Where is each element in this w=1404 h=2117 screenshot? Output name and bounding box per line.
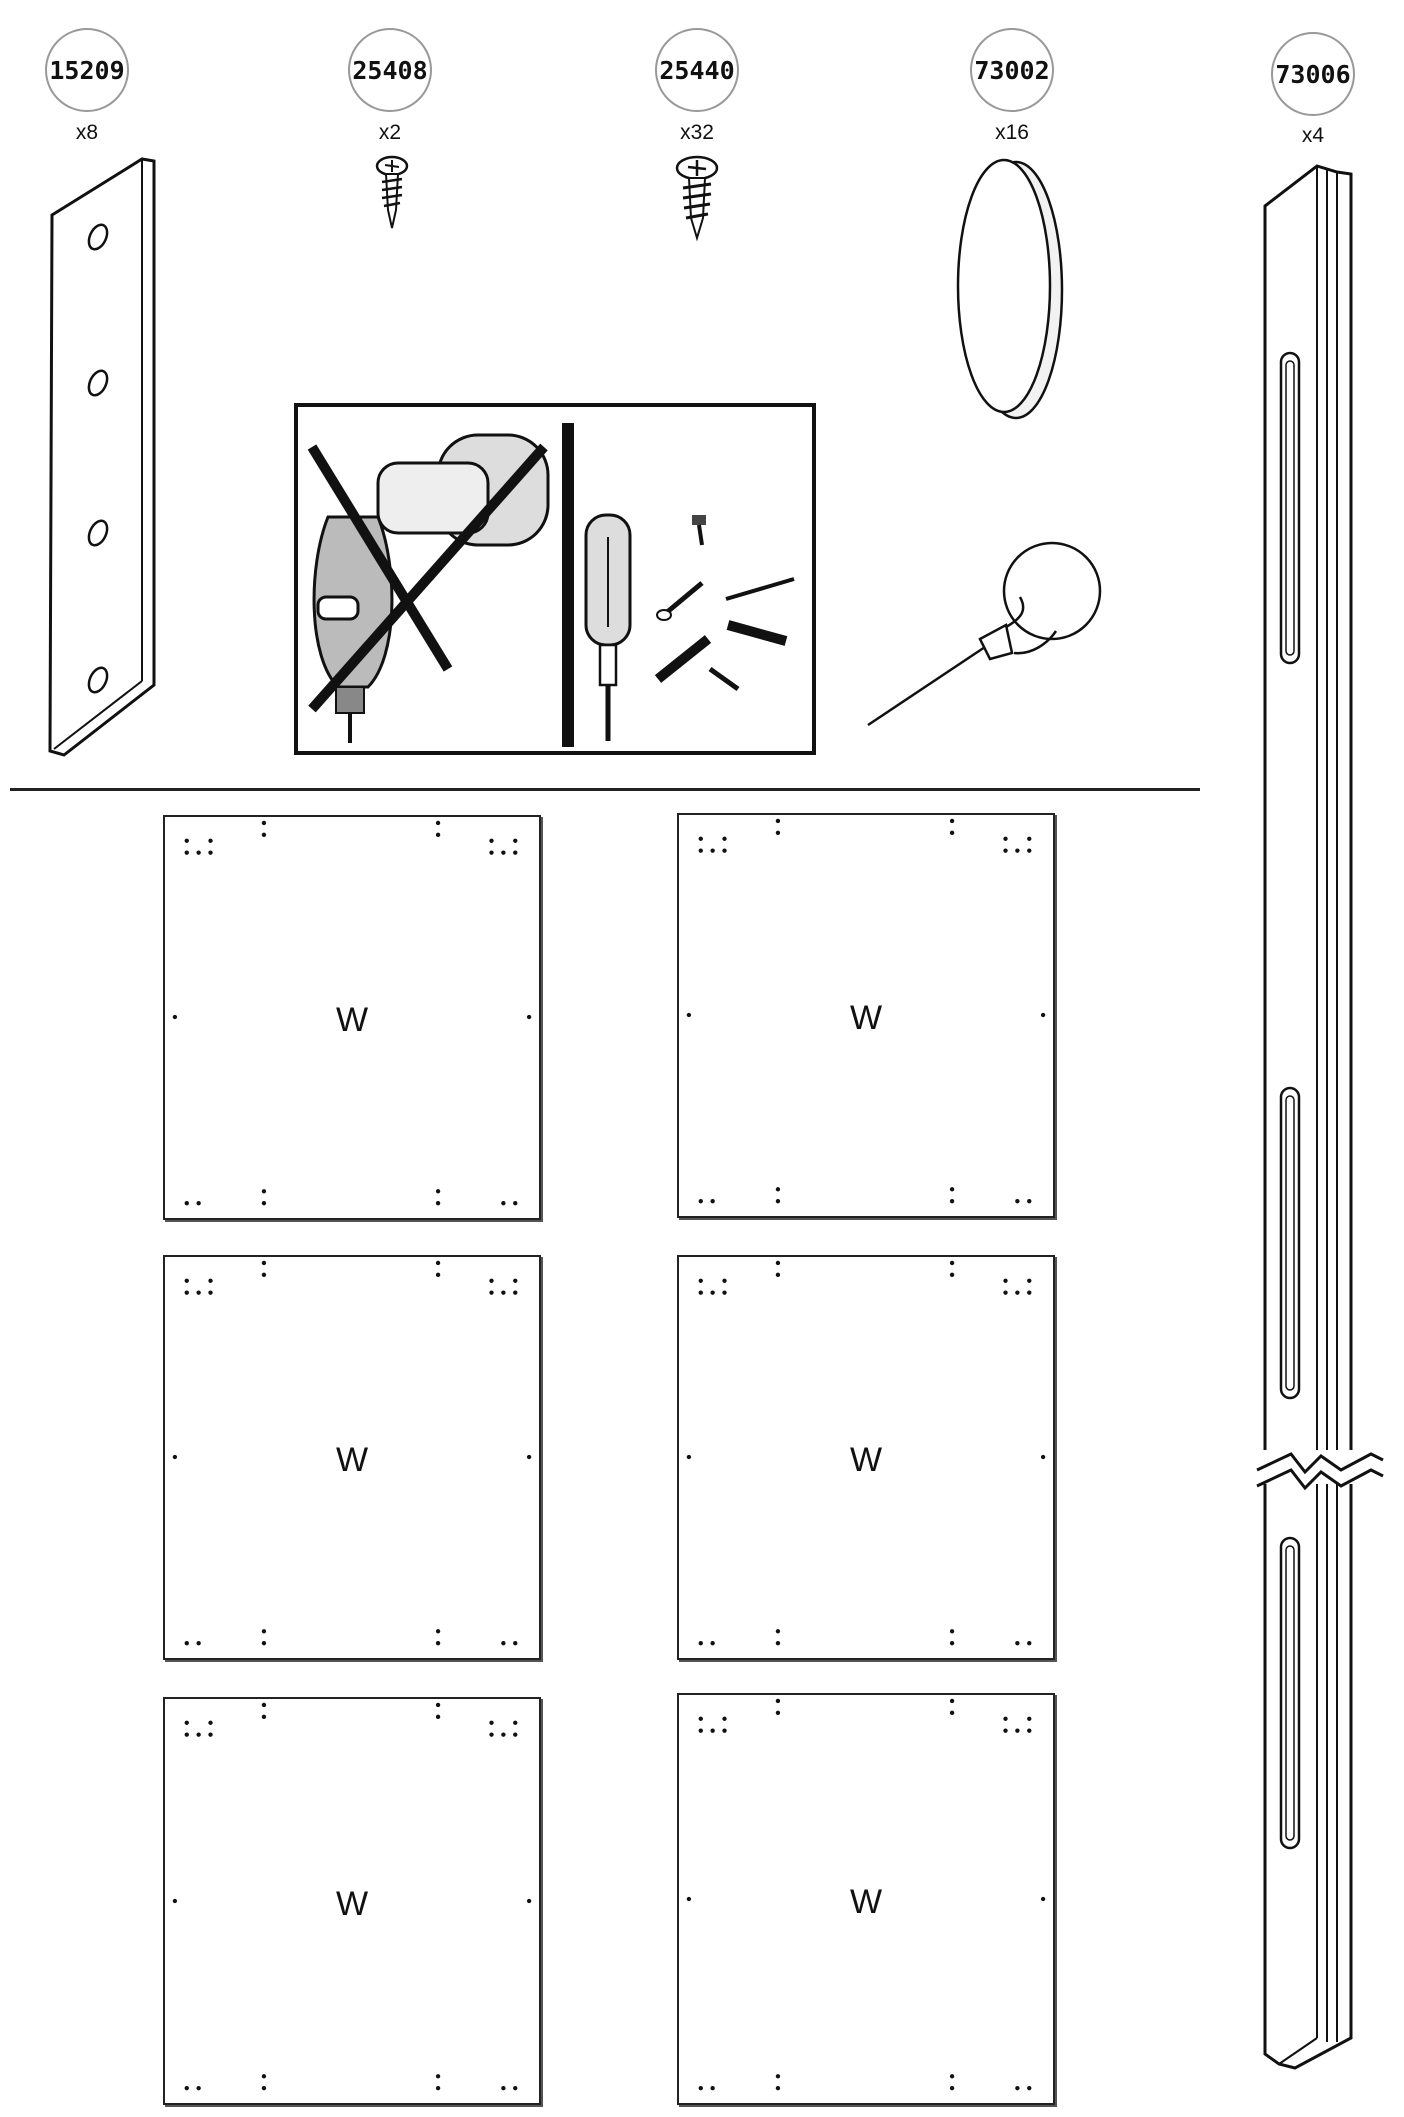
panel-holes <box>172 1702 532 2091</box>
screwdriver-icon <box>584 513 795 741</box>
section-divider <box>10 788 1200 791</box>
part-id-25408: 25408 <box>348 28 432 112</box>
panel-w-1: W <box>163 815 541 1220</box>
no-power-drill-icon <box>307 423 574 747</box>
panel-holes <box>686 1260 1046 1646</box>
part-qty-25408: x2 <box>378 121 402 144</box>
part-qty-15209: x8 <box>75 121 99 144</box>
mounting-bracket-icon <box>48 157 156 757</box>
panel-w-4: W <box>677 1255 1055 1660</box>
panel-holes <box>686 1698 1046 2091</box>
panel-label: W <box>335 1001 369 1040</box>
panel-label: W <box>849 1882 883 1921</box>
part-id-25440: 25440 <box>655 28 739 112</box>
part-qty-73006: x4 <box>1301 124 1325 147</box>
part-qty-73002: x16 <box>995 121 1029 144</box>
panel-holes <box>172 820 532 1206</box>
panel-w-5: W <box>163 1697 541 2105</box>
panel-w-6: W <box>677 1693 1055 2105</box>
panel-w-3: W <box>163 1255 541 1660</box>
panel-w-2: W <box>677 813 1055 1218</box>
rail-upright-icon <box>1255 164 1385 2070</box>
panel-label: W <box>849 999 883 1038</box>
panel-holes <box>172 1260 532 1646</box>
awl-icon <box>867 541 1102 727</box>
part-id-73002: 73002 <box>970 28 1054 112</box>
panel-label: W <box>335 1441 369 1480</box>
panel-label: W <box>849 1441 883 1480</box>
panel-label: W <box>335 1884 369 1923</box>
screw-icon <box>675 155 719 242</box>
part-id-73006: 73006 <box>1271 32 1355 116</box>
panel-holes <box>686 818 1046 1204</box>
part-qty-25440: x32 <box>680 121 714 144</box>
cover-cap-icon <box>956 158 1064 420</box>
screw-icon <box>375 155 409 229</box>
part-id-15209: 15209 <box>45 28 129 112</box>
tools-panel <box>294 403 816 755</box>
